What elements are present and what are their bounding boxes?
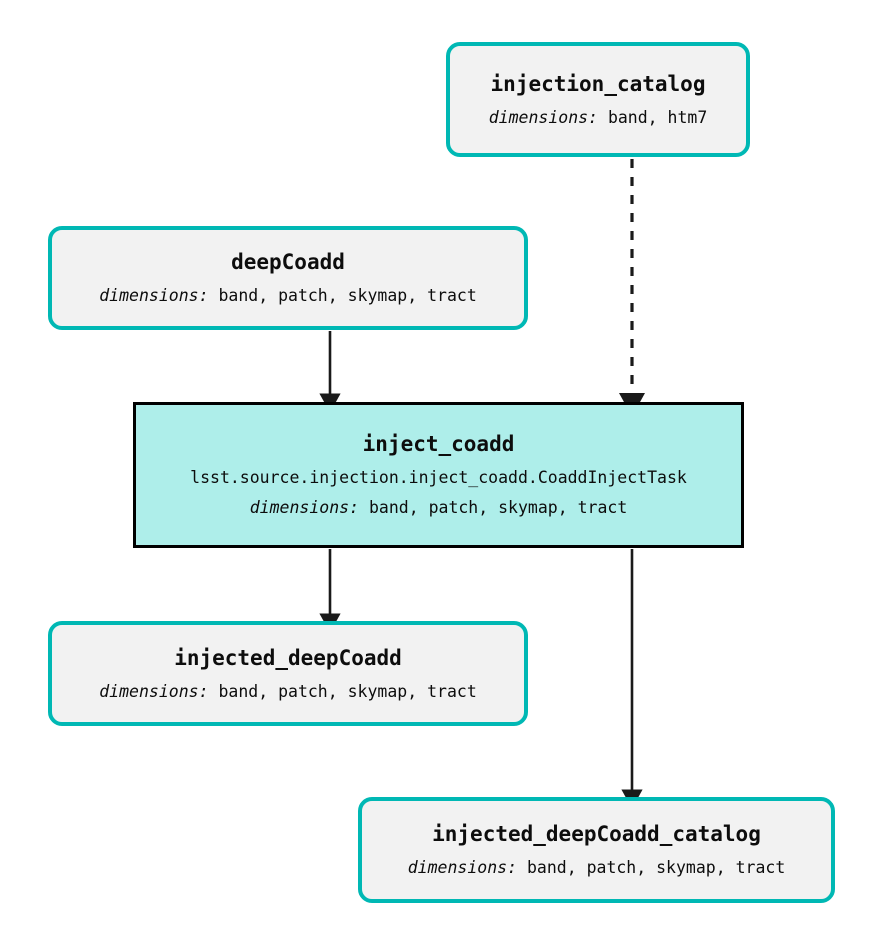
node-inject-coadd[interactable]: inject_coadd lsst.source.injection.injec… <box>133 402 744 548</box>
dimensions-value: band, patch, skymap, tract <box>218 286 477 306</box>
node-dimensions: dimensions: band, patch, skymap, tract <box>250 498 628 518</box>
dimensions-value: band, patch, skymap, tract <box>218 681 477 701</box>
node-dimensions: dimensions: band, patch, skymap, tract <box>99 682 477 702</box>
dimensions-label: dimensions: <box>249 498 360 518</box>
dimensions-label: dimensions: <box>99 286 209 306</box>
node-dimensions: dimensions: band, htm7 <box>489 108 708 128</box>
node-title: injected_deepCoadd_catalog <box>432 822 761 847</box>
node-dimensions: dimensions: band, patch, skymap, tract <box>408 858 786 878</box>
dimensions-value: band, patch, skymap, tract <box>368 498 628 518</box>
dimensions-label: dimensions: <box>99 681 209 701</box>
dimensions-value: band, patch, skymap, tract <box>526 858 786 878</box>
dimensions-label: dimensions: <box>407 858 518 878</box>
node-dimensions: dimensions: band, patch, skymap, tract <box>99 286 477 306</box>
node-injection-catalog[interactable]: injection_catalog dimensions: band, htm7 <box>446 42 750 157</box>
node-title: inject_coadd <box>362 432 515 457</box>
node-injected-deepcoadd-catalog[interactable]: injected_deepCoadd_catalog dimensions: b… <box>358 797 835 903</box>
node-task-class: lsst.source.injection.inject_coadd.Coadd… <box>190 468 687 488</box>
node-deepcoadd[interactable]: deepCoadd dimensions: band, patch, skyma… <box>48 226 528 330</box>
node-title: deepCoadd <box>231 250 345 275</box>
node-title: injected_deepCoadd <box>174 645 402 670</box>
node-title: injection_catalog <box>490 71 706 96</box>
dimensions-label: dimensions: <box>488 107 598 127</box>
dimensions-value: band, htm7 <box>607 107 708 127</box>
node-injected-deepcoadd[interactable]: injected_deepCoadd dimensions: band, pat… <box>48 621 528 726</box>
